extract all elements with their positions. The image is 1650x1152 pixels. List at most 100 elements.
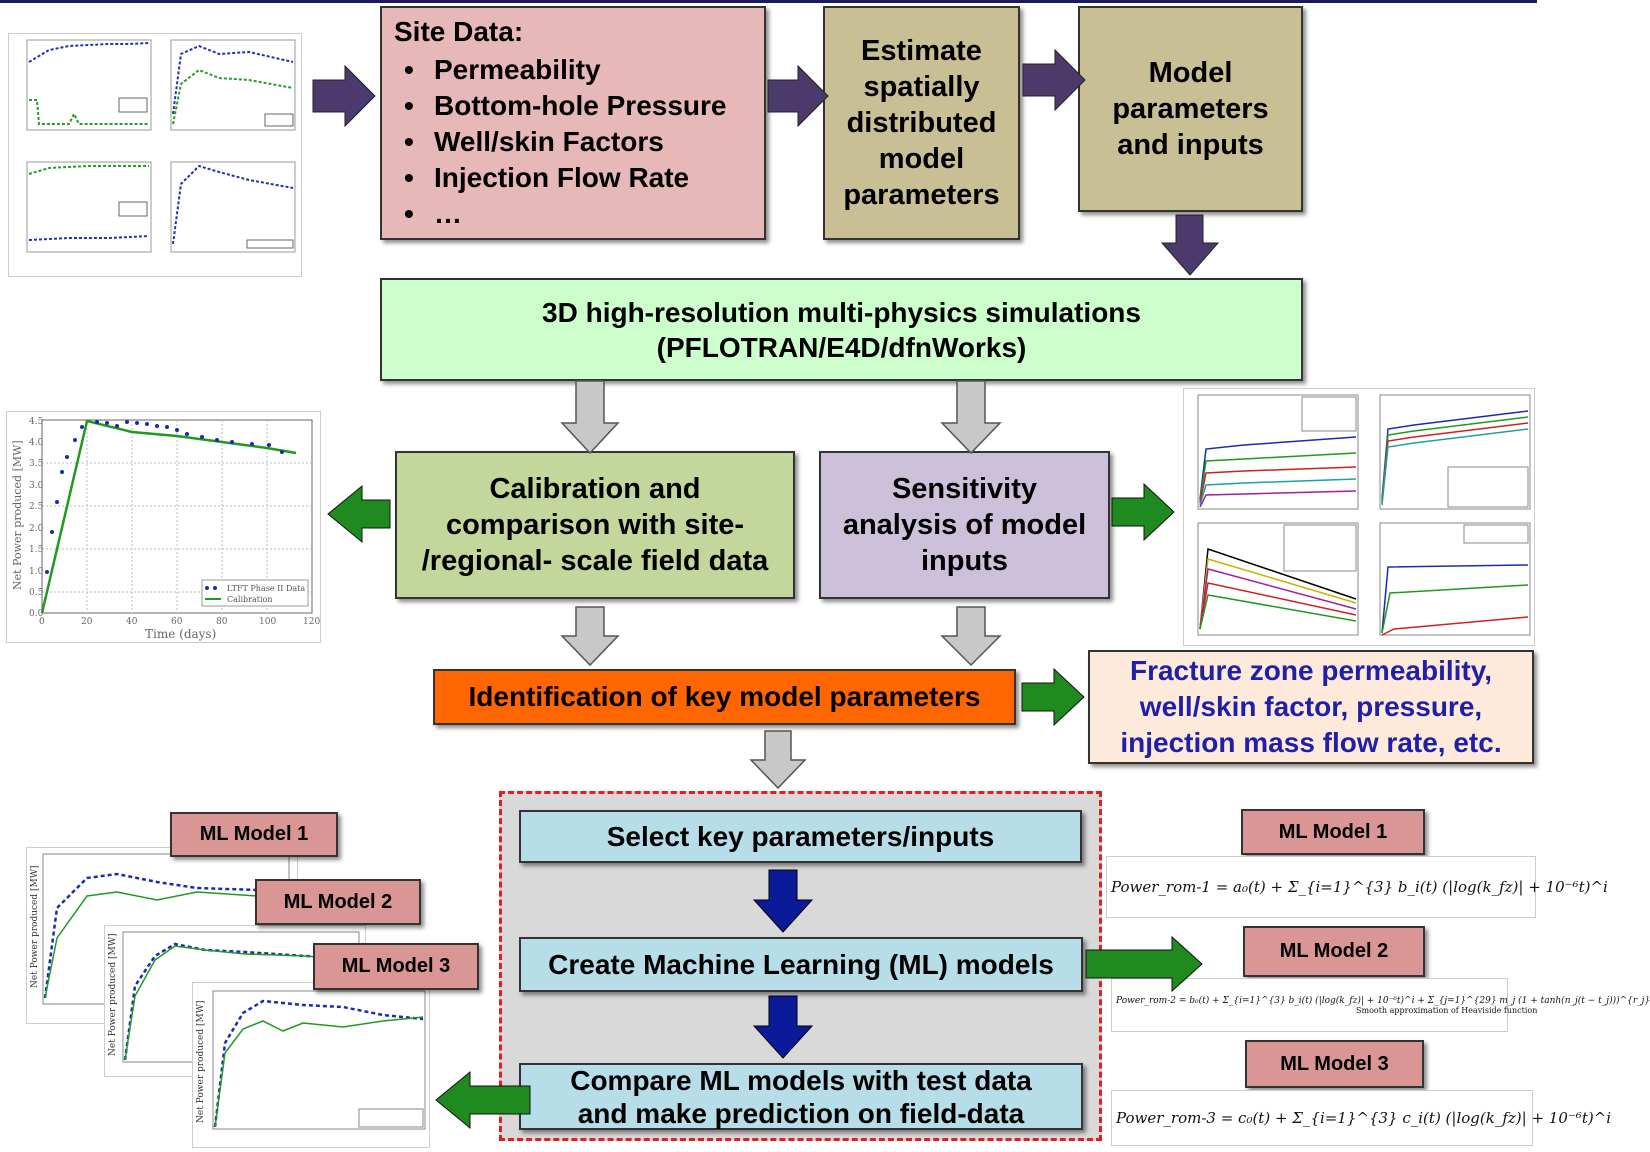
sensitivity-plots-thumbnail: [1183, 388, 1535, 646]
site-data-item: Bottom-hole Pressure: [394, 88, 752, 124]
box-line: ML Model 1: [199, 823, 309, 845]
compare-ml-models-box: Compare ML models with test data and mak…: [519, 1063, 1083, 1130]
ml-model-3-label-right: ML Model 3: [1245, 1040, 1424, 1088]
calibration-box: Calibration and comparison with site- /r…: [395, 451, 795, 599]
y-tick-label: 3.0: [29, 481, 44, 491]
arrow-down: [1160, 214, 1220, 276]
site-data-item: Well/skin Factors: [394, 124, 752, 160]
x-tick-label: 40: [126, 617, 138, 627]
simulation-box: 3D high-resolution multi-physics simulat…: [380, 278, 1303, 381]
fracture-parameters-box: Fracture zone permeability, well/skin fa…: [1088, 650, 1534, 764]
ml-model-3-formula: Power_rom-3 = c₀(t) + Σ_{i=1}^{3} c_i(t)…: [1111, 1090, 1611, 1146]
x-tick-label: 60: [171, 617, 183, 627]
box-line: ML Model 2: [283, 890, 393, 913]
flow-arrows: [312, 48, 1220, 1130]
box-line: /regional- scale field data: [421, 545, 769, 577]
arrow-right: [1111, 482, 1175, 542]
arrow-right: [1022, 48, 1086, 112]
create-ml-models-box: Create Machine Learning (ML) models: [519, 937, 1083, 992]
box-line: ML Model 3: [1280, 1052, 1389, 1075]
box-line: parameters: [1112, 93, 1269, 125]
y-tick-label: 4.5: [29, 417, 44, 427]
y-tick-label: 2.0: [29, 524, 44, 534]
arrow-right: [312, 64, 376, 128]
box-line: Compare ML models with test data: [570, 1064, 1032, 1096]
estimate-parameters-box: Estimate spatially distributed model par…: [823, 6, 1020, 240]
sensitivity-box: Sensitivity analysis of model inputs: [819, 451, 1110, 599]
y-tick-label: 0.5: [29, 588, 44, 598]
y-axis-label: Net Power produced [MW]: [108, 934, 118, 1057]
arrow-down: [749, 730, 807, 790]
site-data-item: Injection Flow Rate: [394, 160, 752, 196]
box-line: ML Model 3: [341, 955, 451, 977]
box-line: injection mass flow rate, etc.: [1120, 727, 1502, 758]
y-tick-label: 3.5: [29, 459, 44, 469]
box-line: parameters: [843, 179, 1000, 211]
identification-box: Identification of key model parameters: [433, 669, 1016, 725]
box-line: model: [878, 143, 965, 175]
y-tick-label: 1.5: [29, 545, 44, 555]
site-data-item: …: [394, 196, 752, 232]
site-data-plots-thumbnail: [8, 33, 302, 277]
site-data-list: Permeability Bottom-hole Pressure Well/s…: [394, 52, 752, 232]
sensitivity-plots: [1197, 394, 1531, 636]
legend-entry: Calibration: [227, 595, 272, 604]
box-line: analysis of model: [842, 509, 1087, 541]
x-tick-label: 80: [216, 617, 228, 627]
box-line: Model: [1148, 57, 1233, 89]
box-line: Fracture zone permeability,: [1129, 655, 1492, 686]
top-border: [0, 0, 1537, 3]
arrow-down: [940, 380, 1002, 455]
model-parameters-box: Model parameters and inputs: [1078, 6, 1303, 212]
ml-model-1-label-right: ML Model 1: [1241, 809, 1425, 855]
y-axis-label: Net Power produced [MW]: [11, 440, 24, 590]
arrow-left: [327, 484, 391, 544]
y-tick-label: 4.0: [29, 438, 44, 448]
y-tick-label: 0.0: [29, 609, 44, 619]
x-axis-label: Time (days): [145, 627, 216, 641]
formula-text: Power_rom-2 = b₀(t) + Σ_{i=1}^{3} b_i(t)…: [1116, 995, 1650, 1006]
x-tick-label: 20: [81, 617, 93, 627]
formula-text: Power_rom-3 = c₀(t) + Σ_{i=1}^{3} c_i(t)…: [1116, 1109, 1612, 1127]
ml-model-3-chart: Net Power produced [MW]: [196, 990, 426, 1130]
box-line: (PFLOTRAN/E4D/dfnWorks): [656, 331, 1027, 363]
x-tick-label: 100: [259, 617, 276, 627]
calibration-chart: 0.0 0.5 1.0 1.5 2.0 2.5 3.0 3.5 4.0 4.5 …: [11, 417, 320, 641]
x-tick-label: 0: [39, 617, 45, 627]
box-line: 3D high-resolution multi-physics simulat…: [542, 296, 1141, 328]
box-line: well/skin factor, pressure,: [1139, 691, 1483, 722]
arrow-down: [560, 380, 620, 455]
box-line: Estimate: [861, 35, 982, 67]
site-data-title: Site Data:: [394, 16, 524, 47]
ml-model-2-label-left: ML Model 2: [255, 879, 421, 925]
ml-model-3-plot: Net Power produced [MW]: [192, 982, 430, 1148]
arrow-down: [560, 606, 620, 667]
box-line: Create Machine Learning (ML) models: [548, 948, 1054, 980]
arrow-right: [1085, 935, 1203, 993]
box-line: comparison with site-: [445, 509, 745, 541]
box-line: Sensitivity: [891, 473, 1038, 505]
formula-note: Smooth approximation of Heaviside functi…: [1356, 1005, 1538, 1015]
box-line: and inputs: [1117, 129, 1264, 161]
y-axis-label: Net Power produced [MW]: [30, 866, 40, 989]
box-line: Select key parameters/inputs: [606, 820, 995, 852]
box-line: ML Model 1: [1278, 820, 1388, 843]
y-axis-label: Net Power produced [MW]: [196, 1001, 206, 1124]
calibration-plot: 0.0 0.5 1.0 1.5 2.0 2.5 3.0 3.5 4.0 4.5 …: [6, 411, 321, 643]
x-tick-label: 120: [303, 617, 320, 627]
site-data-item: Permeability: [394, 52, 752, 88]
box-line: spatially: [863, 71, 980, 103]
box-line: Identification of key model parameters: [468, 681, 981, 712]
arrow-right: [767, 64, 829, 128]
select-parameters-box: Select key parameters/inputs: [519, 810, 1082, 863]
arrow-left: [435, 1070, 531, 1130]
ml-model-3-label-left: ML Model 3: [313, 943, 479, 990]
ml-model-1-formula: Power_rom-1 = a₀(t) + Σ_{i=1}^{3} b_i(t)…: [1106, 856, 1608, 918]
site-data-plots: [26, 39, 296, 253]
arrow-right: [1021, 667, 1085, 727]
arrow-down: [752, 869, 814, 933]
legend-entry: LTFT Phase II Data: [227, 584, 305, 593]
ml-model-1-label-left: ML Model 1: [170, 812, 338, 857]
box-line: ML Model 2: [1279, 940, 1389, 962]
box-line: inputs: [920, 545, 1008, 577]
